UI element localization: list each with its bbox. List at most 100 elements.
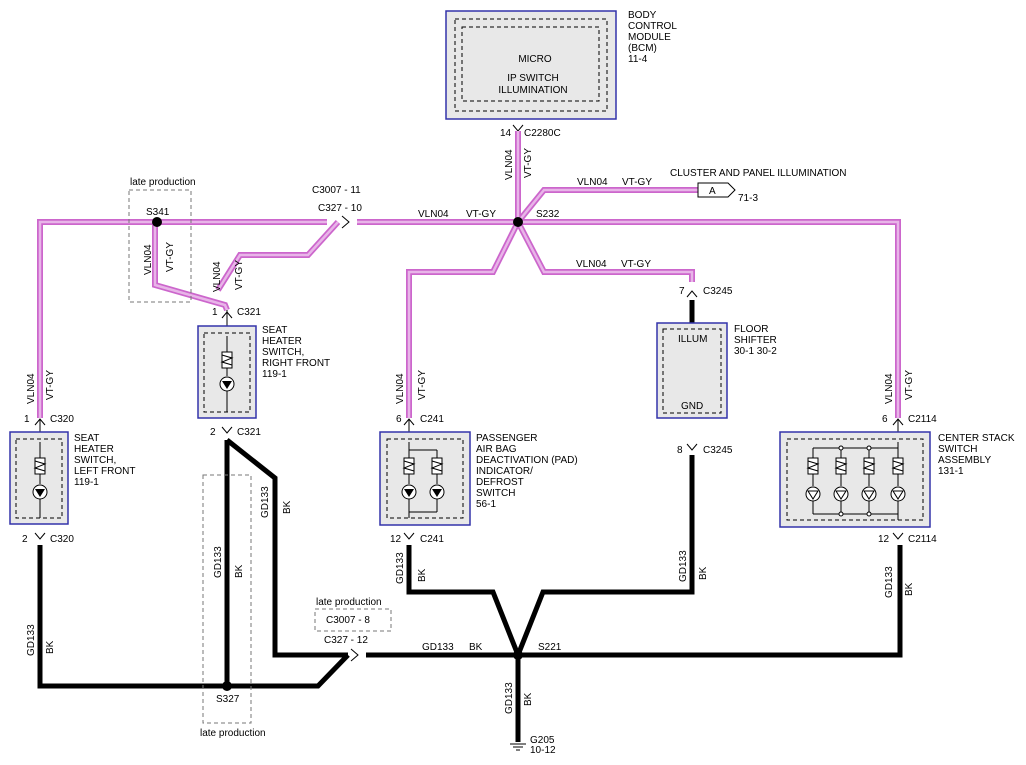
- wire-label-vln04-seat-right: VLN04: [212, 261, 223, 292]
- splice-s232-dot: [513, 217, 523, 227]
- pad-name-6: SWITCH: [476, 488, 515, 499]
- floor-shifter: ILLUM GND: [656, 322, 728, 419]
- wire-label-vln04-bcm: VLN04: [504, 149, 515, 180]
- center-conn-top: C2114: [908, 414, 937, 425]
- inline-connector-c327-12-symbol: [350, 648, 359, 662]
- pad-pin-top: 6: [396, 414, 402, 425]
- inline-c327-10: C327 - 10: [318, 203, 362, 214]
- wire-label-vln04-trunk: VLN04: [418, 209, 449, 220]
- center-name-4: 131-1: [938, 466, 964, 477]
- seat-right-name-5: 119-1: [262, 369, 287, 380]
- wire-label-bk-left: BK: [45, 640, 56, 654]
- seat-left-pin-bottom: 2: [22, 534, 28, 545]
- wire-label-vtgy-pad: VT-GY: [417, 370, 428, 400]
- splice-s232-label: S232: [536, 209, 560, 220]
- seat-left-pin-top: 1: [24, 414, 30, 425]
- bcm-micro-label: MICRO: [518, 54, 552, 65]
- seat-left-name-5: 119-1: [74, 477, 99, 488]
- pad-switch: [379, 431, 471, 526]
- bcm-pin: 14: [500, 128, 512, 139]
- bcm-name-line-5: 11-4: [628, 54, 648, 65]
- splice-s221-label: S221: [538, 642, 562, 653]
- bcm-function-line-2: ILLUMINATION: [498, 85, 567, 96]
- pad-pin-bottom: 12: [390, 534, 402, 545]
- shifter-name-1: FLOOR: [734, 324, 768, 335]
- pad-name-4: INDICATOR/: [476, 466, 533, 477]
- bcm-name-line-4: (BCM): [628, 43, 657, 54]
- wire-label-gd133-bottom-h: GD133: [422, 642, 454, 653]
- center-stack-switch-assembly: [779, 431, 931, 528]
- wire-label-gd133-s327: GD133: [213, 546, 224, 578]
- pad-conn-bottom: C241: [420, 534, 444, 545]
- splice-s327-label: S327: [216, 694, 240, 705]
- center-conn-bottom: C2114: [908, 534, 937, 545]
- inline-c3007-8: C3007 - 8: [326, 615, 370, 626]
- ground-icon: [510, 743, 526, 751]
- cluster-page-ref: 71-3: [738, 193, 758, 204]
- late-production-box-s327: [202, 474, 252, 724]
- seat-right-name-3: SWITCH,: [262, 347, 304, 358]
- wire-label-gd133-shifter: GD133: [678, 550, 689, 582]
- wire-label-bk-s327: BK: [234, 564, 245, 578]
- cluster-connector-a: A: [697, 182, 736, 198]
- seat-left-name-1: SEAT: [74, 433, 99, 444]
- late-production-label-mid: late production: [316, 597, 382, 608]
- seat-left-name-4: LEFT FRONT: [74, 466, 135, 477]
- bcm-name-line-2: CONTROL: [628, 21, 677, 32]
- pad-name-1: PASSENGER: [476, 433, 538, 444]
- seat-left-name-2: HEATER: [74, 444, 114, 455]
- center-name-3: ASSEMBLY: [938, 455, 991, 466]
- wire-label-vln04-pad: VLN04: [395, 373, 406, 404]
- cluster-connector-letter: A: [709, 186, 716, 197]
- seat-left-conn-top: C320: [50, 414, 74, 425]
- wire-label-vln04-cluster: VLN04: [577, 177, 608, 188]
- center-pin-bottom: 12: [878, 534, 890, 545]
- seat-right-pin-top: 1: [212, 307, 218, 318]
- seat-left-conn-bottom: C320: [50, 534, 74, 545]
- pad-name-5: DEFROST: [476, 477, 524, 488]
- seat-right-conn-bottom: C321: [237, 427, 261, 438]
- splice-s327-dot: [222, 681, 232, 691]
- wire-label-bk-bottom-h: BK: [469, 642, 483, 653]
- wire-label-vln04-s341: VLN04: [143, 244, 154, 275]
- bcm-name-line-3: MODULE: [628, 32, 671, 43]
- cluster-label: CLUSTER AND PANEL ILLUMINATION: [670, 168, 847, 179]
- bcm-name-line-1: BODY: [628, 10, 657, 21]
- wire-label-bk-seat-right: BK: [282, 500, 293, 514]
- wire-label-vtgy-bcm: VT-GY: [523, 148, 534, 178]
- inline-c327-12: C327 - 12: [324, 635, 368, 646]
- center-name-1: CENTER STACK: [938, 433, 1015, 444]
- shifter-pin-bottom: 8: [677, 445, 683, 456]
- shifter-gnd-label: GND: [681, 401, 703, 412]
- shifter-name-3: 30-1 30-2: [734, 346, 777, 357]
- lamp-column-2: [833, 448, 849, 514]
- seat-left-name-3: SWITCH,: [74, 455, 116, 466]
- pad-name-3: DEACTIVATION (PAD): [476, 455, 578, 466]
- seat-right-name-2: HEATER: [262, 336, 302, 347]
- wire-label-vln04-seat-left: VLN04: [26, 373, 37, 404]
- center-pin-top: 6: [882, 414, 888, 425]
- wire-label-bk-pad: BK: [417, 568, 428, 582]
- seat-heater-switch-left: [9, 431, 69, 525]
- wire-label-vln04-shifter: VLN04: [576, 259, 607, 270]
- late-production-label-bottom: late production: [200, 728, 266, 739]
- seat-right-name-4: RIGHT FRONT: [262, 358, 330, 369]
- lamp-column-1: [805, 448, 821, 514]
- late-production-label-top: late production: [130, 177, 196, 188]
- splice-s341-label: S341: [146, 207, 170, 218]
- shifter-illum-label: ILLUM: [678, 334, 707, 345]
- ground-name: G205: [530, 735, 555, 746]
- shifter-conn-bottom: C3245: [703, 445, 733, 456]
- wire-label-vtgy-trunk: VT-GY: [466, 209, 496, 220]
- inline-connector-c327-10-symbol: [341, 215, 350, 229]
- shifter-pin-top: 7: [679, 286, 685, 297]
- pad-conn-top: C241: [420, 414, 444, 425]
- gd133-harness: [37, 438, 903, 742]
- bcm-connector: C2280C: [524, 128, 561, 139]
- wire-label-vtgy-shifter: VT-GY: [621, 259, 651, 270]
- wire-label-gd133-center: GD133: [884, 566, 895, 598]
- wire-label-bk-ground: BK: [523, 692, 534, 706]
- ground-page-ref: 10-12: [530, 745, 556, 756]
- bcm-name: BODY CONTROL MODULE (BCM) 11-4: [628, 10, 677, 65]
- seat-right-conn-top: C321: [237, 307, 261, 318]
